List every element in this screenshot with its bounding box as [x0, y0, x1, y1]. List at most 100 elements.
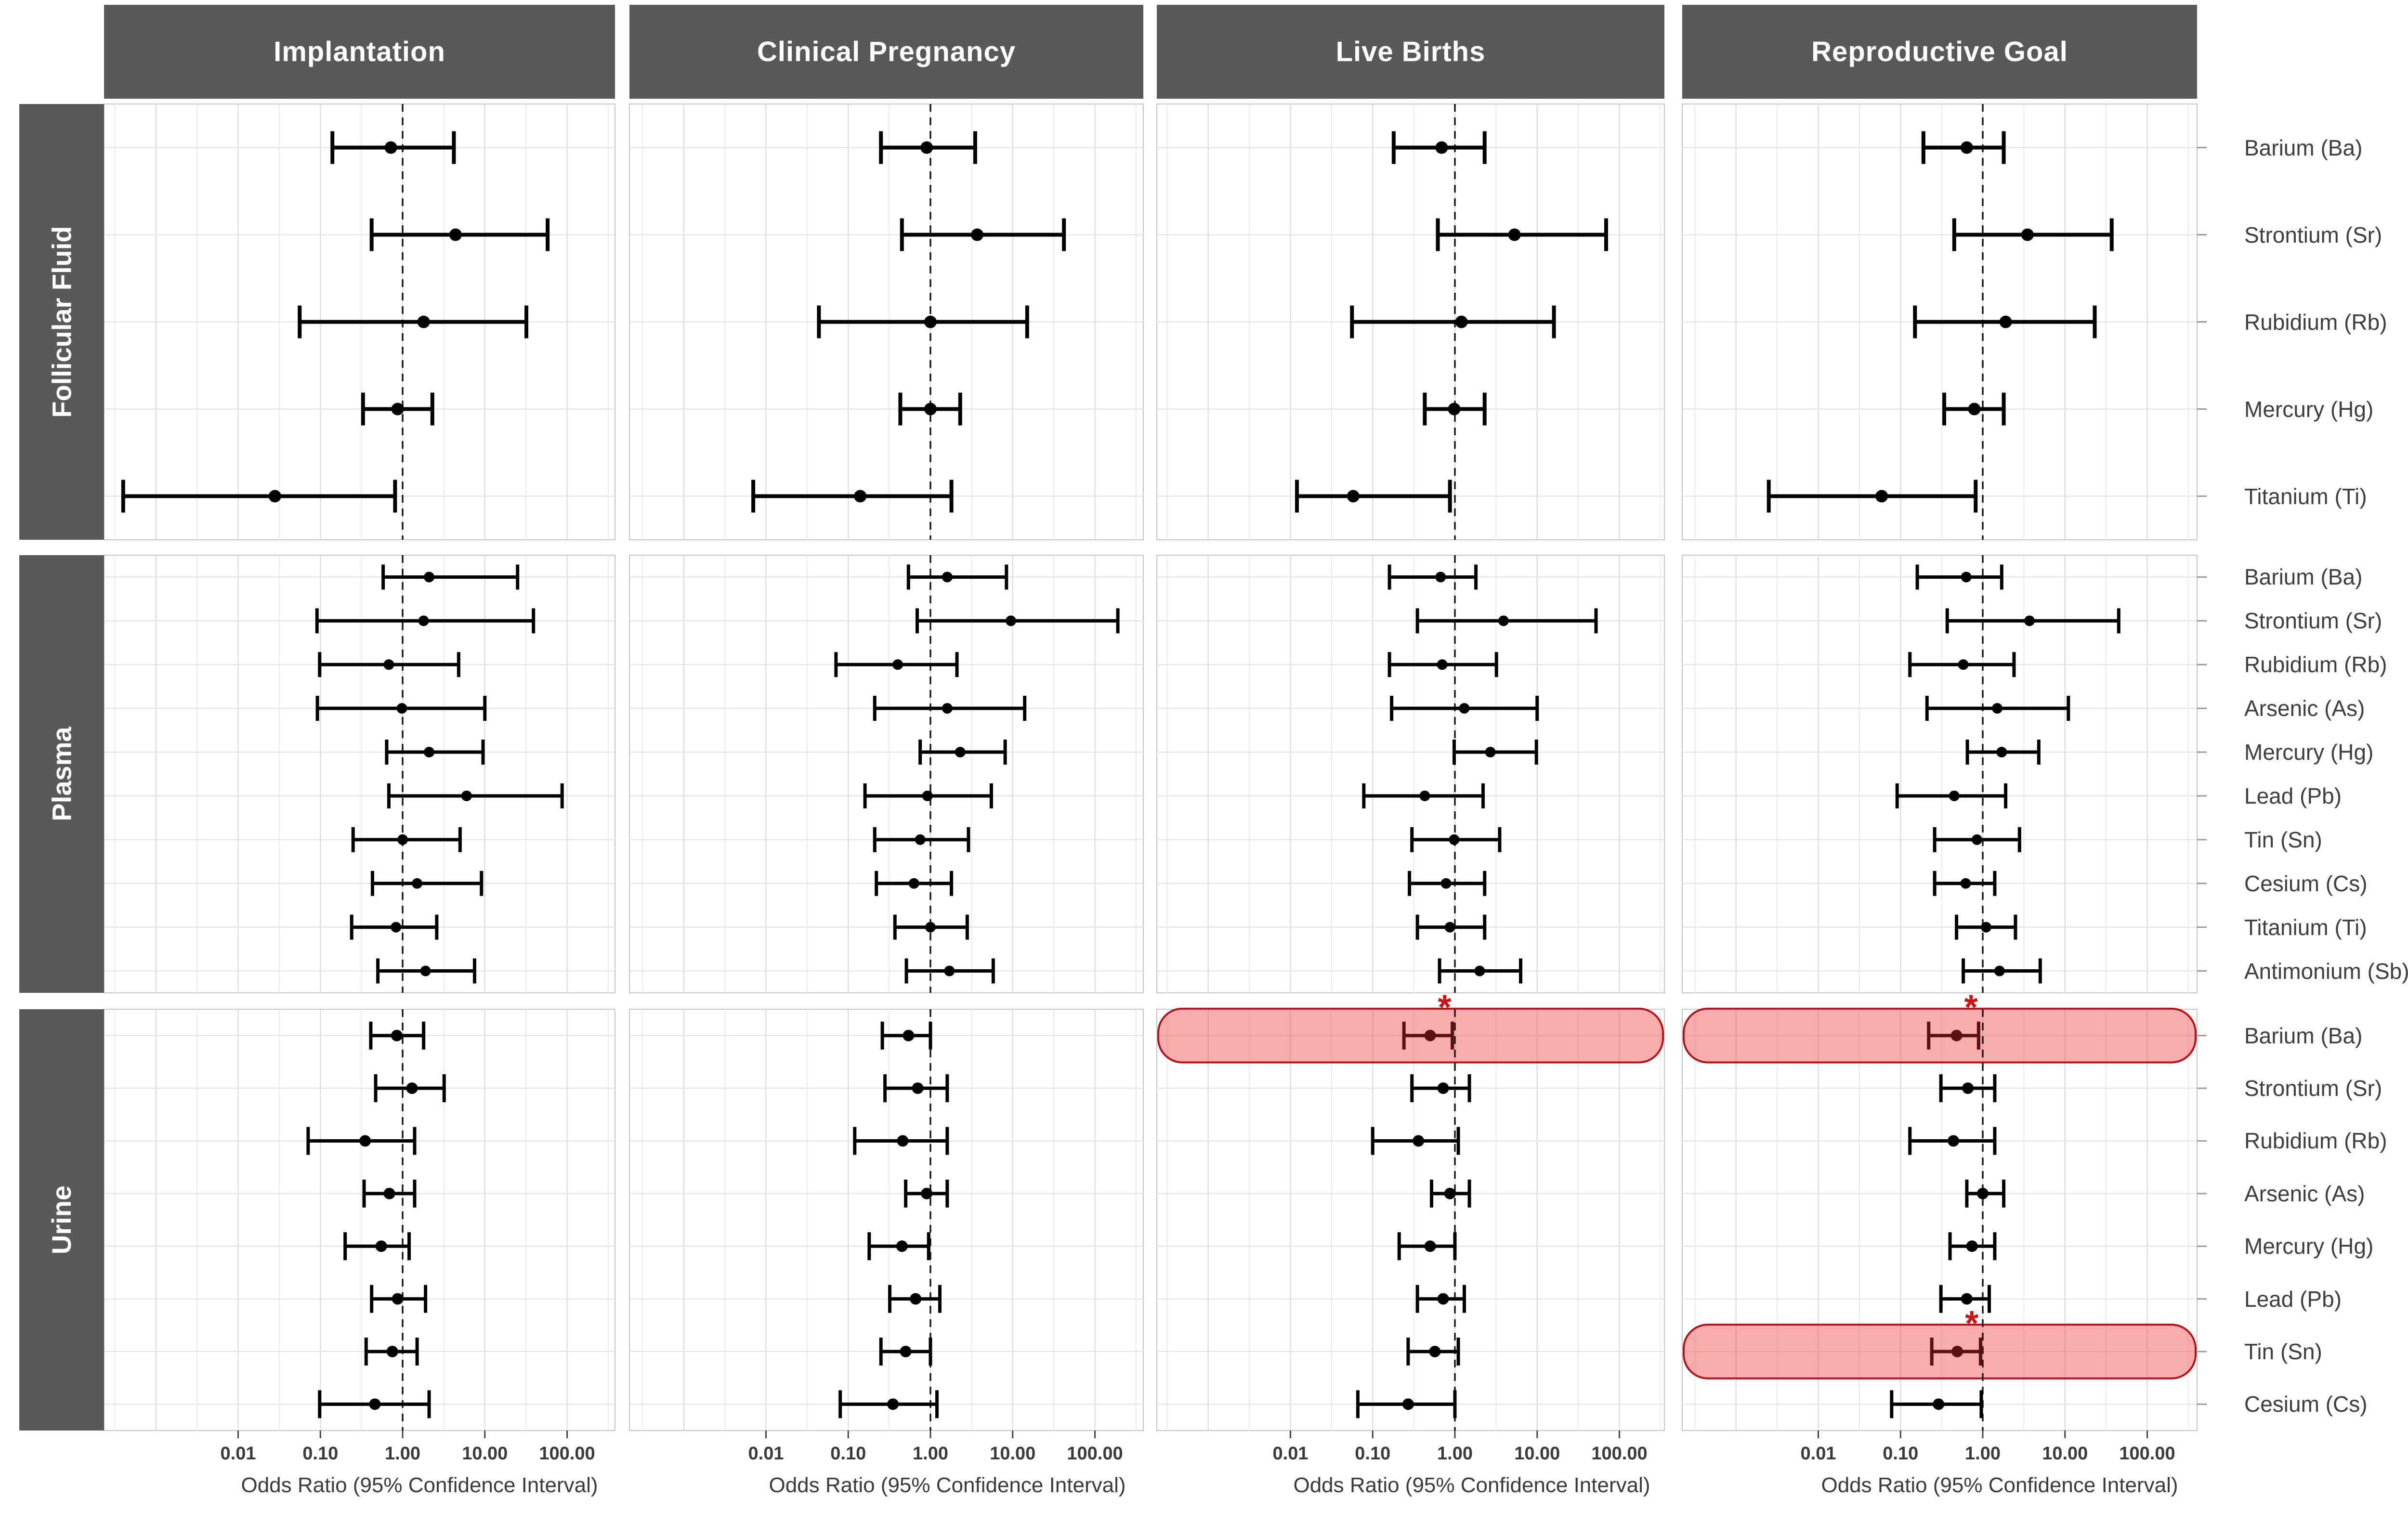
error-bar: [906, 564, 1008, 590]
error-bar: [1390, 696, 1539, 721]
point-estimate: [1992, 703, 2003, 714]
sidebar-group-2: Urine: [19, 1009, 104, 1431]
point-estimate: [1402, 1398, 1414, 1410]
axis-tick-label: 0.10: [830, 1444, 866, 1464]
metal-label: Lead (Pb): [2244, 783, 2342, 808]
metal-label: Lead (Pb): [2244, 1286, 2342, 1312]
axis-tick-label: 100.00: [1591, 1444, 1648, 1464]
error-bar: [853, 1127, 949, 1155]
point-estimate: [924, 315, 937, 328]
point-estimate: [1950, 1029, 1963, 1041]
point-estimate: [1429, 1345, 1441, 1357]
sidebar-group-label: Follicular Fluid: [46, 226, 77, 418]
error-bar: [343, 1232, 411, 1261]
metal-label: Cesium (Cs): [2244, 871, 2368, 896]
axis-tick-label: 100.00: [539, 1444, 595, 1464]
point-estimate: [424, 747, 435, 758]
axis-tick-label: 1.00: [1965, 1444, 2001, 1464]
metal-label: Strontium (Sr): [2244, 1076, 2382, 1101]
point-estimate: [1875, 490, 1888, 503]
axis-title: Odds Ratio (95% Confidence Interval): [241, 1473, 598, 1497]
error-bar: [1908, 1127, 1997, 1155]
point-estimate: [418, 615, 429, 626]
error-bar: [381, 564, 520, 590]
point-estimate: [900, 1345, 912, 1357]
column-header-live_births: Live Births: [1157, 5, 1664, 99]
point-estimate: [391, 403, 404, 416]
point-estimate: [1448, 403, 1461, 416]
point-estimate: [2024, 615, 2035, 626]
point-estimate: [375, 1240, 387, 1252]
point-estimate: [1437, 1293, 1449, 1305]
point-estimate: [1960, 141, 1973, 154]
error-bar: [1410, 827, 1502, 852]
metal-label: Tin (Sn): [2244, 1339, 2322, 1364]
error-bar: [1962, 958, 2042, 984]
error-bar: [298, 305, 529, 338]
point-estimate: [391, 922, 402, 933]
point-estimate: [412, 878, 423, 889]
axis-tick-label: 0.01: [1800, 1444, 1836, 1464]
error-bar: [1371, 1127, 1460, 1155]
point-estimate: [1444, 922, 1455, 933]
point-estimate: [1424, 1029, 1436, 1041]
error-bar: [1933, 827, 2021, 852]
error-bar: [1965, 1179, 2006, 1208]
error-bar: *: [1930, 1304, 1982, 1366]
error-bar: [1438, 958, 1522, 984]
metal-label: Arsenic (As): [2244, 696, 2365, 721]
point-estimate: [1485, 747, 1496, 758]
point-estimate: [921, 1187, 933, 1199]
error-bar: [1925, 696, 2070, 721]
point-estimate: [1968, 403, 1981, 416]
point-estimate: [1948, 1135, 1960, 1147]
forest-panel: [629, 1009, 1144, 1431]
point-estimate: [1966, 1240, 1978, 1252]
error-bar: [376, 958, 476, 984]
sidebar-group-0: Follicular Fluid: [19, 104, 104, 540]
point-estimate: [392, 1293, 404, 1305]
axis-tick-label: 1.00: [1437, 1444, 1473, 1464]
error-bar: [880, 1021, 932, 1050]
point-estimate: [955, 747, 966, 758]
point-estimate: [2021, 228, 2034, 241]
error-bar: [1921, 131, 2006, 164]
point-estimate: [384, 141, 397, 154]
point-estimate: [1424, 1240, 1436, 1252]
forest-panel: [1156, 555, 1665, 993]
error-bar: [1423, 392, 1487, 426]
error-bar: [873, 696, 1027, 721]
metal-label: Tin (Sn): [2244, 827, 2322, 852]
error-bar: [1939, 1285, 1991, 1313]
error-bar: [1410, 1074, 1471, 1103]
metal-label: Arsenic (As): [2244, 1181, 2365, 1206]
error-bar: [1915, 564, 2003, 590]
error-bar: *: [1402, 989, 1454, 1050]
error-bar: [1415, 608, 1598, 634]
forest-panel: [104, 555, 615, 993]
axis-tick-label: 0.10: [1355, 1444, 1391, 1464]
axis-tick-label: 10.00: [462, 1444, 508, 1464]
error-bar: [364, 1337, 419, 1366]
point-estimate: [910, 1293, 922, 1305]
error-bar: [1397, 1232, 1457, 1261]
axis-tick-label: 0.01: [220, 1444, 256, 1464]
error-bar: [1767, 480, 1978, 513]
point-estimate: [369, 1398, 381, 1410]
error-bar: [751, 480, 954, 513]
error-bar: [351, 827, 462, 852]
error-bar: [863, 783, 993, 808]
error-bar: [879, 1337, 932, 1366]
point-estimate: [1962, 1082, 1974, 1094]
significance-asterisk: *: [1438, 989, 1452, 1027]
error-bar: [1965, 740, 2041, 765]
point-estimate: [1508, 228, 1521, 241]
point-estimate: [391, 1029, 403, 1041]
point-estimate: [942, 703, 953, 714]
error-bar: [1387, 652, 1498, 677]
metal-label: Titanium (Ti): [2244, 483, 2367, 509]
error-bar: [1913, 305, 2097, 338]
error-bar: [834, 652, 959, 677]
error-bar: [1895, 783, 2008, 808]
error-bar: [893, 914, 969, 940]
